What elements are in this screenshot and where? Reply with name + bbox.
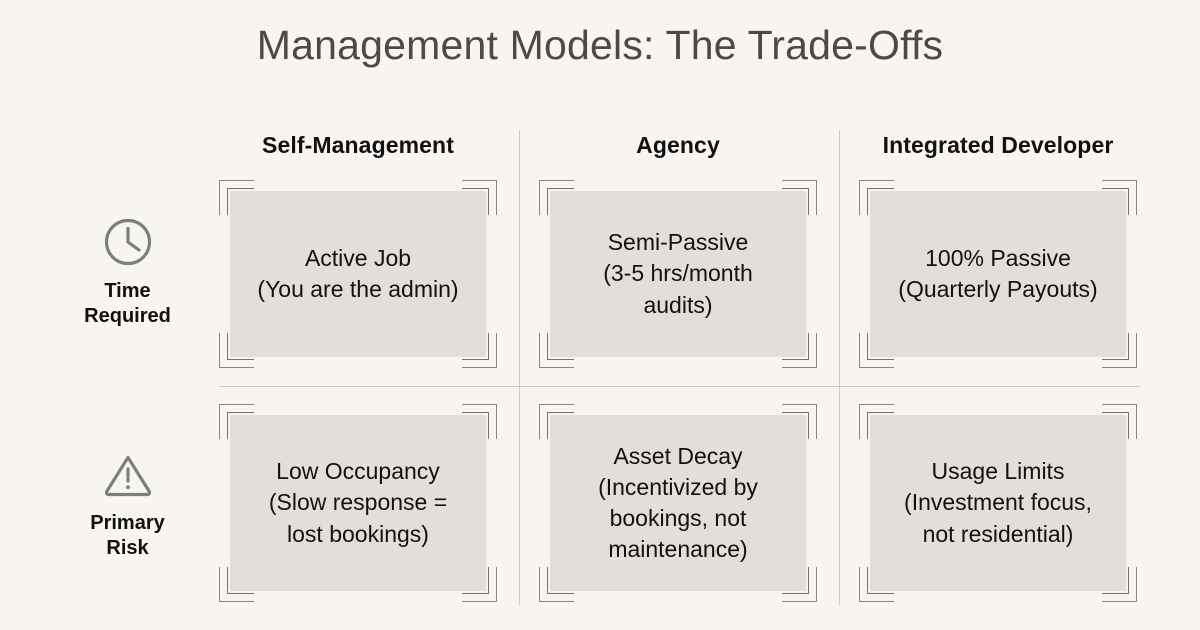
matrix-cell-text: 100% Passive (Quarterly Payouts) [898, 244, 1098, 302]
corner-bracket-icon [1102, 180, 1137, 215]
column-divider-1 [519, 130, 520, 605]
corner-bracket-icon [782, 333, 817, 368]
inner-corner-bracket-icon [462, 412, 489, 439]
corner-bracket-icon [859, 567, 894, 602]
matrix-cell-text: Usage Limits (Investment focus, not resi… [904, 458, 1092, 547]
inner-corner-bracket-icon [1102, 333, 1129, 360]
corner-bracket-icon [539, 180, 574, 215]
matrix-cell-text: Low Occupancy (Slow response = lost book… [268, 458, 448, 547]
inner-corner-bracket-icon [227, 188, 254, 215]
inner-corner-bracket-icon [547, 412, 574, 439]
inner-corner-bracket-icon [227, 412, 254, 439]
inner-corner-bracket-icon [462, 333, 489, 360]
inner-corner-bracket-icon [867, 333, 894, 360]
inner-corner-bracket-icon [867, 567, 894, 594]
column-divider-2 [839, 130, 840, 605]
corner-bracket-icon [462, 333, 497, 368]
matrix-cell-panel: 100% Passive (Quarterly Payouts) [867, 188, 1129, 360]
page-title: Management Models: The Trade-Offs [256, 22, 944, 68]
corner-bracket-icon [859, 180, 894, 215]
corner-bracket-icon [539, 333, 574, 368]
corner-bracket-icon [539, 404, 574, 439]
inner-corner-bracket-icon [782, 567, 809, 594]
inner-corner-bracket-icon [782, 412, 809, 439]
corner-bracket-icon [462, 180, 497, 215]
corner-bracket-icon [782, 404, 817, 439]
matrix-cell[interactable]: Low Occupancy (Slow response = lost book… [219, 404, 497, 602]
corner-bracket-icon [1102, 404, 1137, 439]
inner-corner-bracket-icon [462, 188, 489, 215]
inner-corner-bracket-icon [547, 188, 574, 215]
matrix-cell[interactable]: Asset Decay (Incentivized by bookings, n… [539, 404, 817, 602]
matrix-cell-text: Active Job (You are the admin) [257, 244, 459, 302]
inner-corner-bracket-icon [782, 188, 809, 215]
corner-bracket-icon [539, 567, 574, 602]
inner-corner-bracket-icon [782, 333, 809, 360]
inner-corner-bracket-icon [227, 567, 254, 594]
corner-bracket-icon [462, 404, 497, 439]
row-label-primary-risk: Primary Risk [40, 440, 215, 570]
matrix-cell-text: Asset Decay (Incentivized by bookings, n… [598, 442, 758, 563]
column-header-self-management: Self-Management [262, 132, 454, 158]
matrix-cell-panel: Low Occupancy (Slow response = lost book… [227, 412, 489, 594]
matrix-cell[interactable]: Usage Limits (Investment focus, not resi… [859, 404, 1137, 602]
row-label-text: Primary Risk [90, 511, 165, 559]
inner-corner-bracket-icon [1102, 412, 1129, 439]
matrix-cell-panel: Usage Limits (Investment focus, not resi… [867, 412, 1129, 594]
inner-corner-bracket-icon [1102, 567, 1129, 594]
corner-bracket-icon [782, 180, 817, 215]
inner-corner-bracket-icon [227, 333, 254, 360]
corner-bracket-icon [1102, 567, 1137, 602]
corner-bracket-icon [219, 567, 254, 602]
inner-corner-bracket-icon [1102, 188, 1129, 215]
inner-corner-bracket-icon [547, 333, 574, 360]
corner-bracket-icon [462, 567, 497, 602]
inner-corner-bracket-icon [867, 188, 894, 215]
corner-bracket-icon [219, 404, 254, 439]
matrix-cell-text: Semi-Passive (3-5 hrs/month audits) [603, 229, 753, 318]
inner-corner-bracket-icon [462, 567, 489, 594]
corner-bracket-icon [782, 567, 817, 602]
row-label-text: Time Required [84, 280, 171, 327]
row-divider [219, 386, 1140, 387]
row-label-time-required: Time Required [40, 200, 215, 345]
warning-triangle-icon [101, 450, 155, 500]
column-header-integrated-developer: Integrated Developer [882, 132, 1114, 158]
matrix-cell[interactable]: 100% Passive (Quarterly Payouts) [859, 180, 1137, 368]
matrix-cell-panel: Active Job (You are the admin) [227, 188, 489, 360]
corner-bracket-icon [219, 180, 254, 215]
inner-corner-bracket-icon [867, 412, 894, 439]
clock-icon [102, 216, 154, 268]
corner-bracket-icon [1102, 333, 1137, 368]
matrix-cell-panel: Asset Decay (Incentivized by bookings, n… [547, 412, 809, 594]
column-header-agency: Agency [636, 132, 720, 158]
corner-bracket-icon [219, 333, 254, 368]
inner-corner-bracket-icon [547, 567, 574, 594]
corner-bracket-icon [859, 333, 894, 368]
corner-bracket-icon [859, 404, 894, 439]
matrix-cell-panel: Semi-Passive (3-5 hrs/month audits) [547, 188, 809, 360]
matrix-cell[interactable]: Semi-Passive (3-5 hrs/month audits) [539, 180, 817, 368]
matrix-cell[interactable]: Active Job (You are the admin) [219, 180, 497, 368]
